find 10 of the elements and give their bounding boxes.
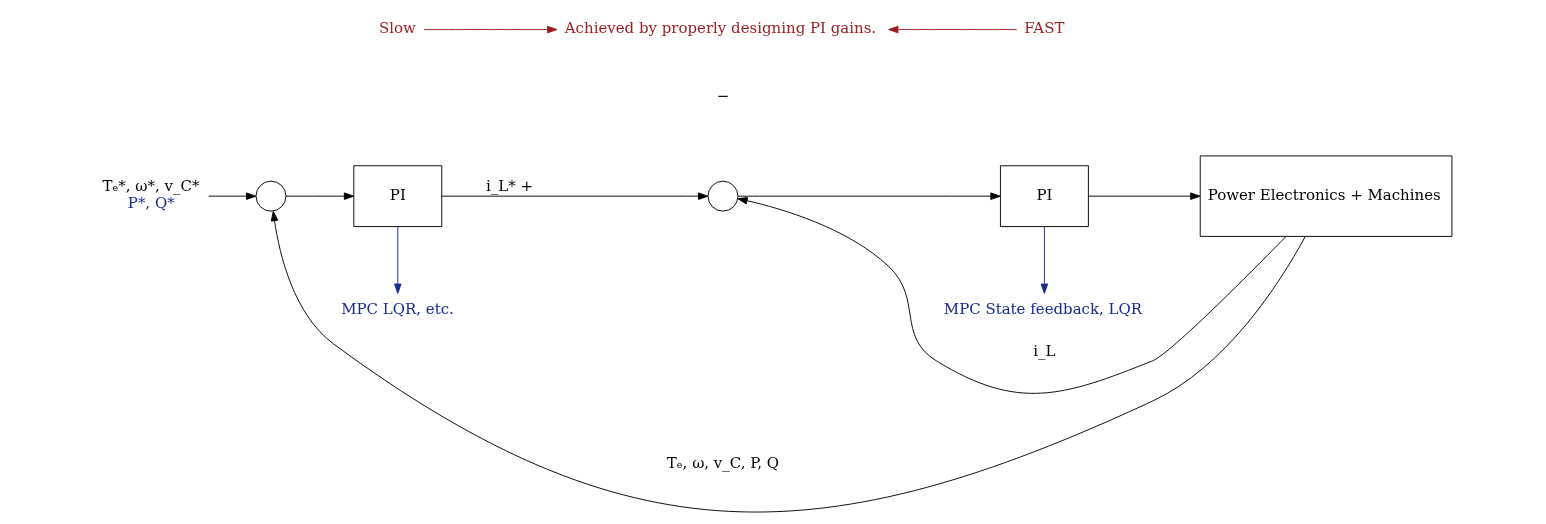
node-text: MPC LQR, etc.: [340, 299, 454, 318]
label: −: [716, 86, 729, 105]
node-text: MPC State feedback, LQR: [943, 299, 1142, 318]
node-text: FAST: [1023, 18, 1064, 37]
node-text: Tₑ*, ω*, v_C* P*, Q*: [102, 176, 199, 212]
edge-label: Tₑ, ω, v_C, P, Q: [666, 453, 779, 472]
edge-label: i_L: [1032, 341, 1056, 360]
node-text: Achieved by properly designing PI gains.: [564, 18, 876, 37]
edge-label: i_L* +: [485, 176, 533, 195]
node-text: Slow: [378, 18, 416, 37]
